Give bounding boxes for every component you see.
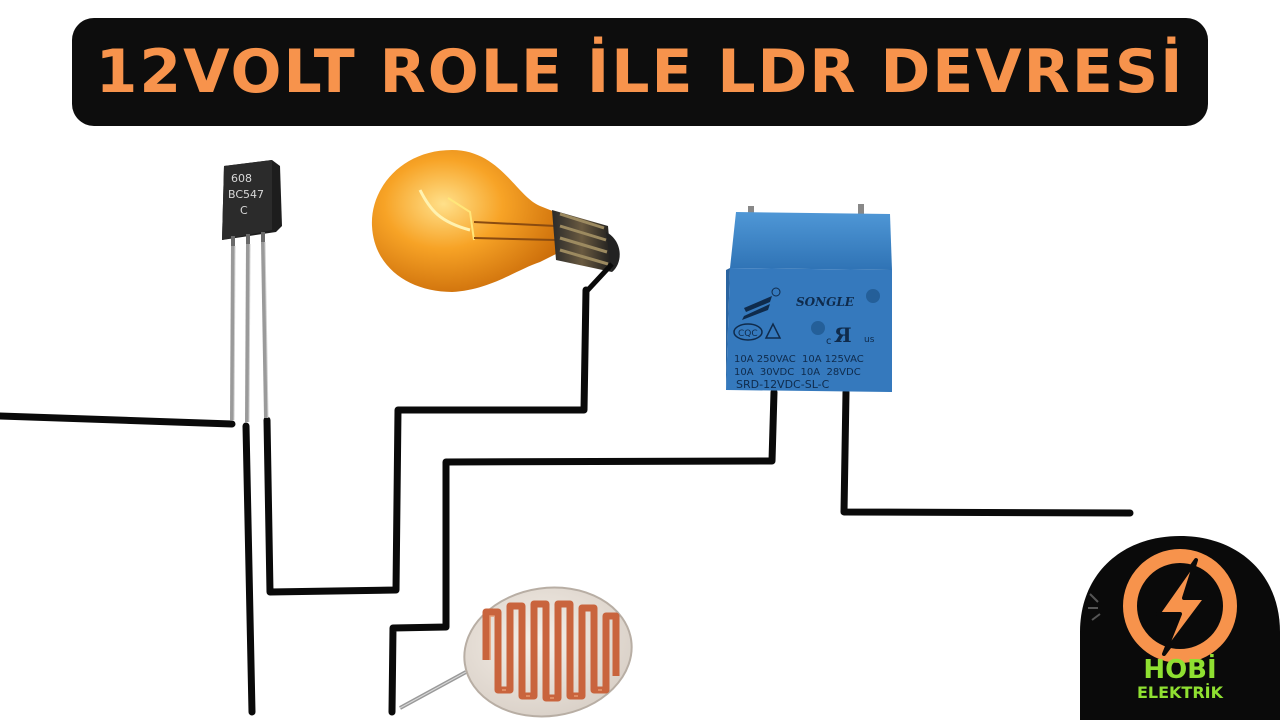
wire-base (0, 412, 236, 428)
wire-ldr (388, 388, 778, 716)
wire-collector (263, 286, 590, 596)
logo-line-1: HOBİ (1143, 653, 1216, 685)
relay-rating-1: 10A 250VAC 10A 125VAC (734, 354, 864, 365)
ldr-icon (399, 586, 633, 718)
wires (0, 286, 1134, 716)
transistor-label-1: 608 (231, 172, 252, 185)
relay-brand: SONGLE (796, 295, 855, 309)
svg-text:Я: Я (834, 323, 852, 347)
lightning-icon (1123, 549, 1237, 663)
page-title: 12VOLT ROLE İLE LDR DEVRESİ (95, 37, 1185, 107)
transistor-label-2: BC547 (228, 188, 264, 201)
relay-rating-2: 10A 30VDC 10A 28VDC (734, 367, 861, 378)
transistor-icon: 608 BC547 C (222, 160, 282, 423)
transistor-label-3: C (240, 204, 248, 217)
brand-logo: HOBİ ELEKTRİK (1080, 536, 1280, 720)
relay-icon: SONGLE CQC c Я us 10A 250VAC 10A 125VAC … (726, 204, 892, 392)
relay-cert: CQC (738, 329, 758, 339)
logo-line-2: ELEKTRİK (1137, 683, 1224, 702)
svg-text:c: c (826, 336, 832, 347)
light-bulb-icon (371, 150, 620, 294)
relay-model: SRD-12VDC-SL-C (736, 378, 830, 391)
relay-ul: us (864, 335, 875, 345)
wire-relay-out (840, 388, 1134, 517)
title-banner: 12VOLT ROLE İLE LDR DEVRESİ (72, 18, 1208, 126)
wire-emitter (242, 422, 256, 716)
